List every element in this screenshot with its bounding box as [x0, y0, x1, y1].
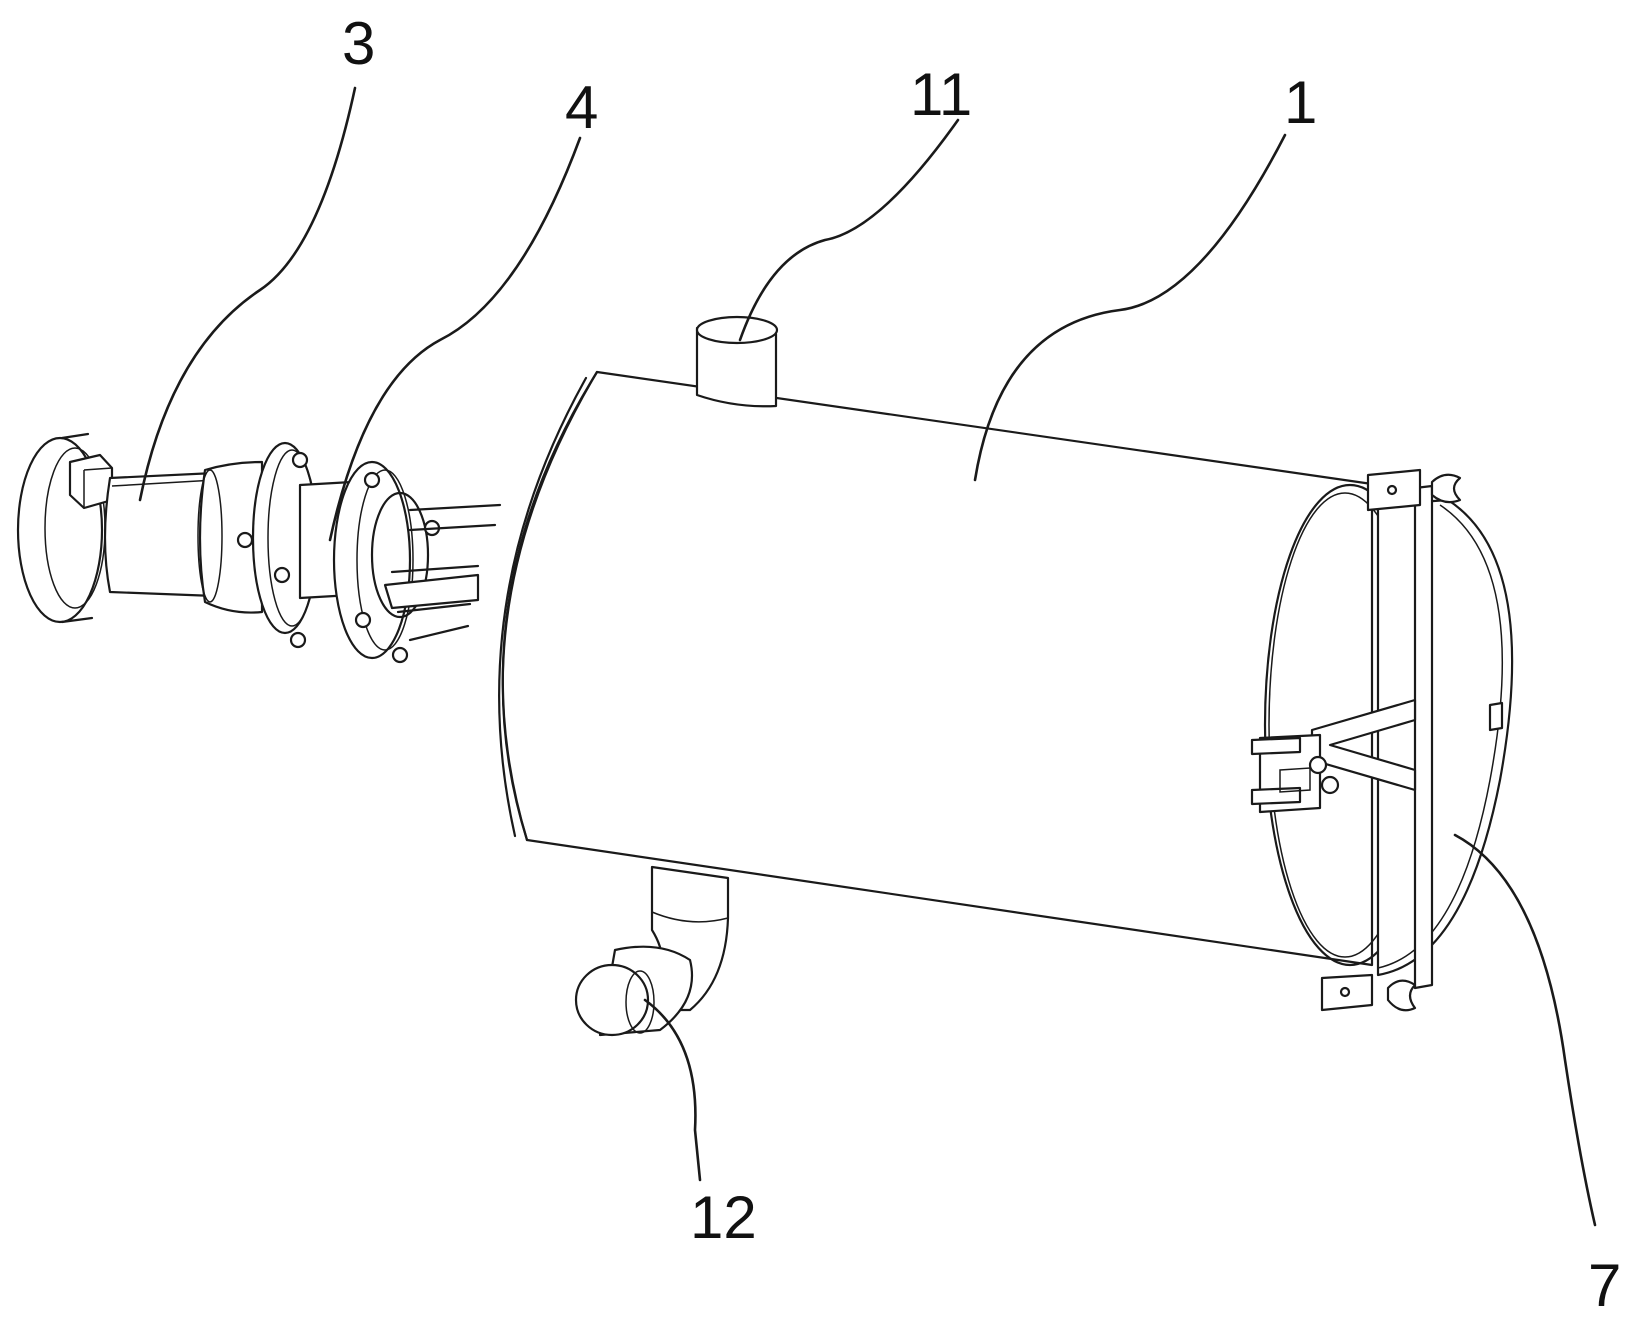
end-door	[1250, 468, 1514, 1012]
rod-plate	[383, 573, 480, 610]
hinge-plate-top	[1250, 736, 1302, 756]
drive-assembly	[16, 432, 502, 664]
leader-1	[973, 133, 1287, 482]
bolt	[391, 646, 409, 664]
shaft-housing-top	[111, 479, 216, 487]
frame-bar	[1413, 484, 1434, 990]
leader-11	[738, 118, 960, 342]
bottom-elbow-pipe	[574, 865, 730, 1037]
top-pipe-mouth	[695, 315, 779, 345]
tank-shell	[501, 370, 1374, 967]
coupling-flange-b-inner	[356, 469, 414, 651]
door-disc	[1376, 498, 1514, 977]
collar	[198, 460, 264, 614]
elbow-mouth	[574, 963, 650, 1037]
top-clamp	[1366, 468, 1422, 512]
bolt	[236, 531, 254, 549]
leader-12	[643, 998, 702, 1182]
bolt	[354, 611, 372, 629]
top-wing-nut	[1430, 473, 1462, 504]
bolt	[291, 451, 309, 469]
flange-bracket-face	[83, 467, 113, 508]
elbow-seam	[651, 911, 729, 923]
bolt	[363, 471, 381, 489]
leader-7	[1453, 833, 1597, 1227]
ref-label-4: 4	[565, 74, 598, 141]
tank-body	[498, 370, 1437, 967]
end-flange-rim	[60, 432, 94, 624]
leader-4	[328, 136, 582, 542]
ref-label-3: 3	[342, 10, 375, 77]
frame-brace	[1310, 698, 1417, 792]
flange-bracket	[68, 453, 114, 510]
hinge-bolt	[1308, 755, 1328, 775]
door-latch	[1488, 701, 1504, 732]
bottom-clamp-hole	[1339, 986, 1351, 998]
ref-label-7: 7	[1588, 1252, 1621, 1319]
collar-face	[197, 469, 223, 603]
ref-label-1: 1	[1284, 69, 1317, 136]
bolt	[289, 631, 307, 649]
hinge-bolt	[1320, 775, 1340, 795]
leader-3	[138, 86, 357, 502]
hinge-detail	[1279, 767, 1311, 793]
shaft-housing	[103, 471, 217, 598]
tank-left-end-inner	[498, 376, 588, 838]
elbow-mouth-inner	[625, 970, 655, 1034]
bottom-clamp	[1320, 973, 1374, 1012]
top-clamp-hole	[1386, 484, 1398, 496]
leader-lines	[138, 86, 1597, 1227]
ref-label-11: 11	[910, 61, 972, 128]
tank-left-end	[501, 370, 599, 842]
coupling-flange-b-bore	[370, 491, 430, 619]
top-pipe-wall	[695, 326, 778, 408]
bottom-wing-nut	[1386, 979, 1417, 1012]
bolt	[273, 566, 291, 584]
ref-label-12: 12	[690, 1184, 757, 1251]
top-outlet-pipe	[695, 315, 779, 408]
